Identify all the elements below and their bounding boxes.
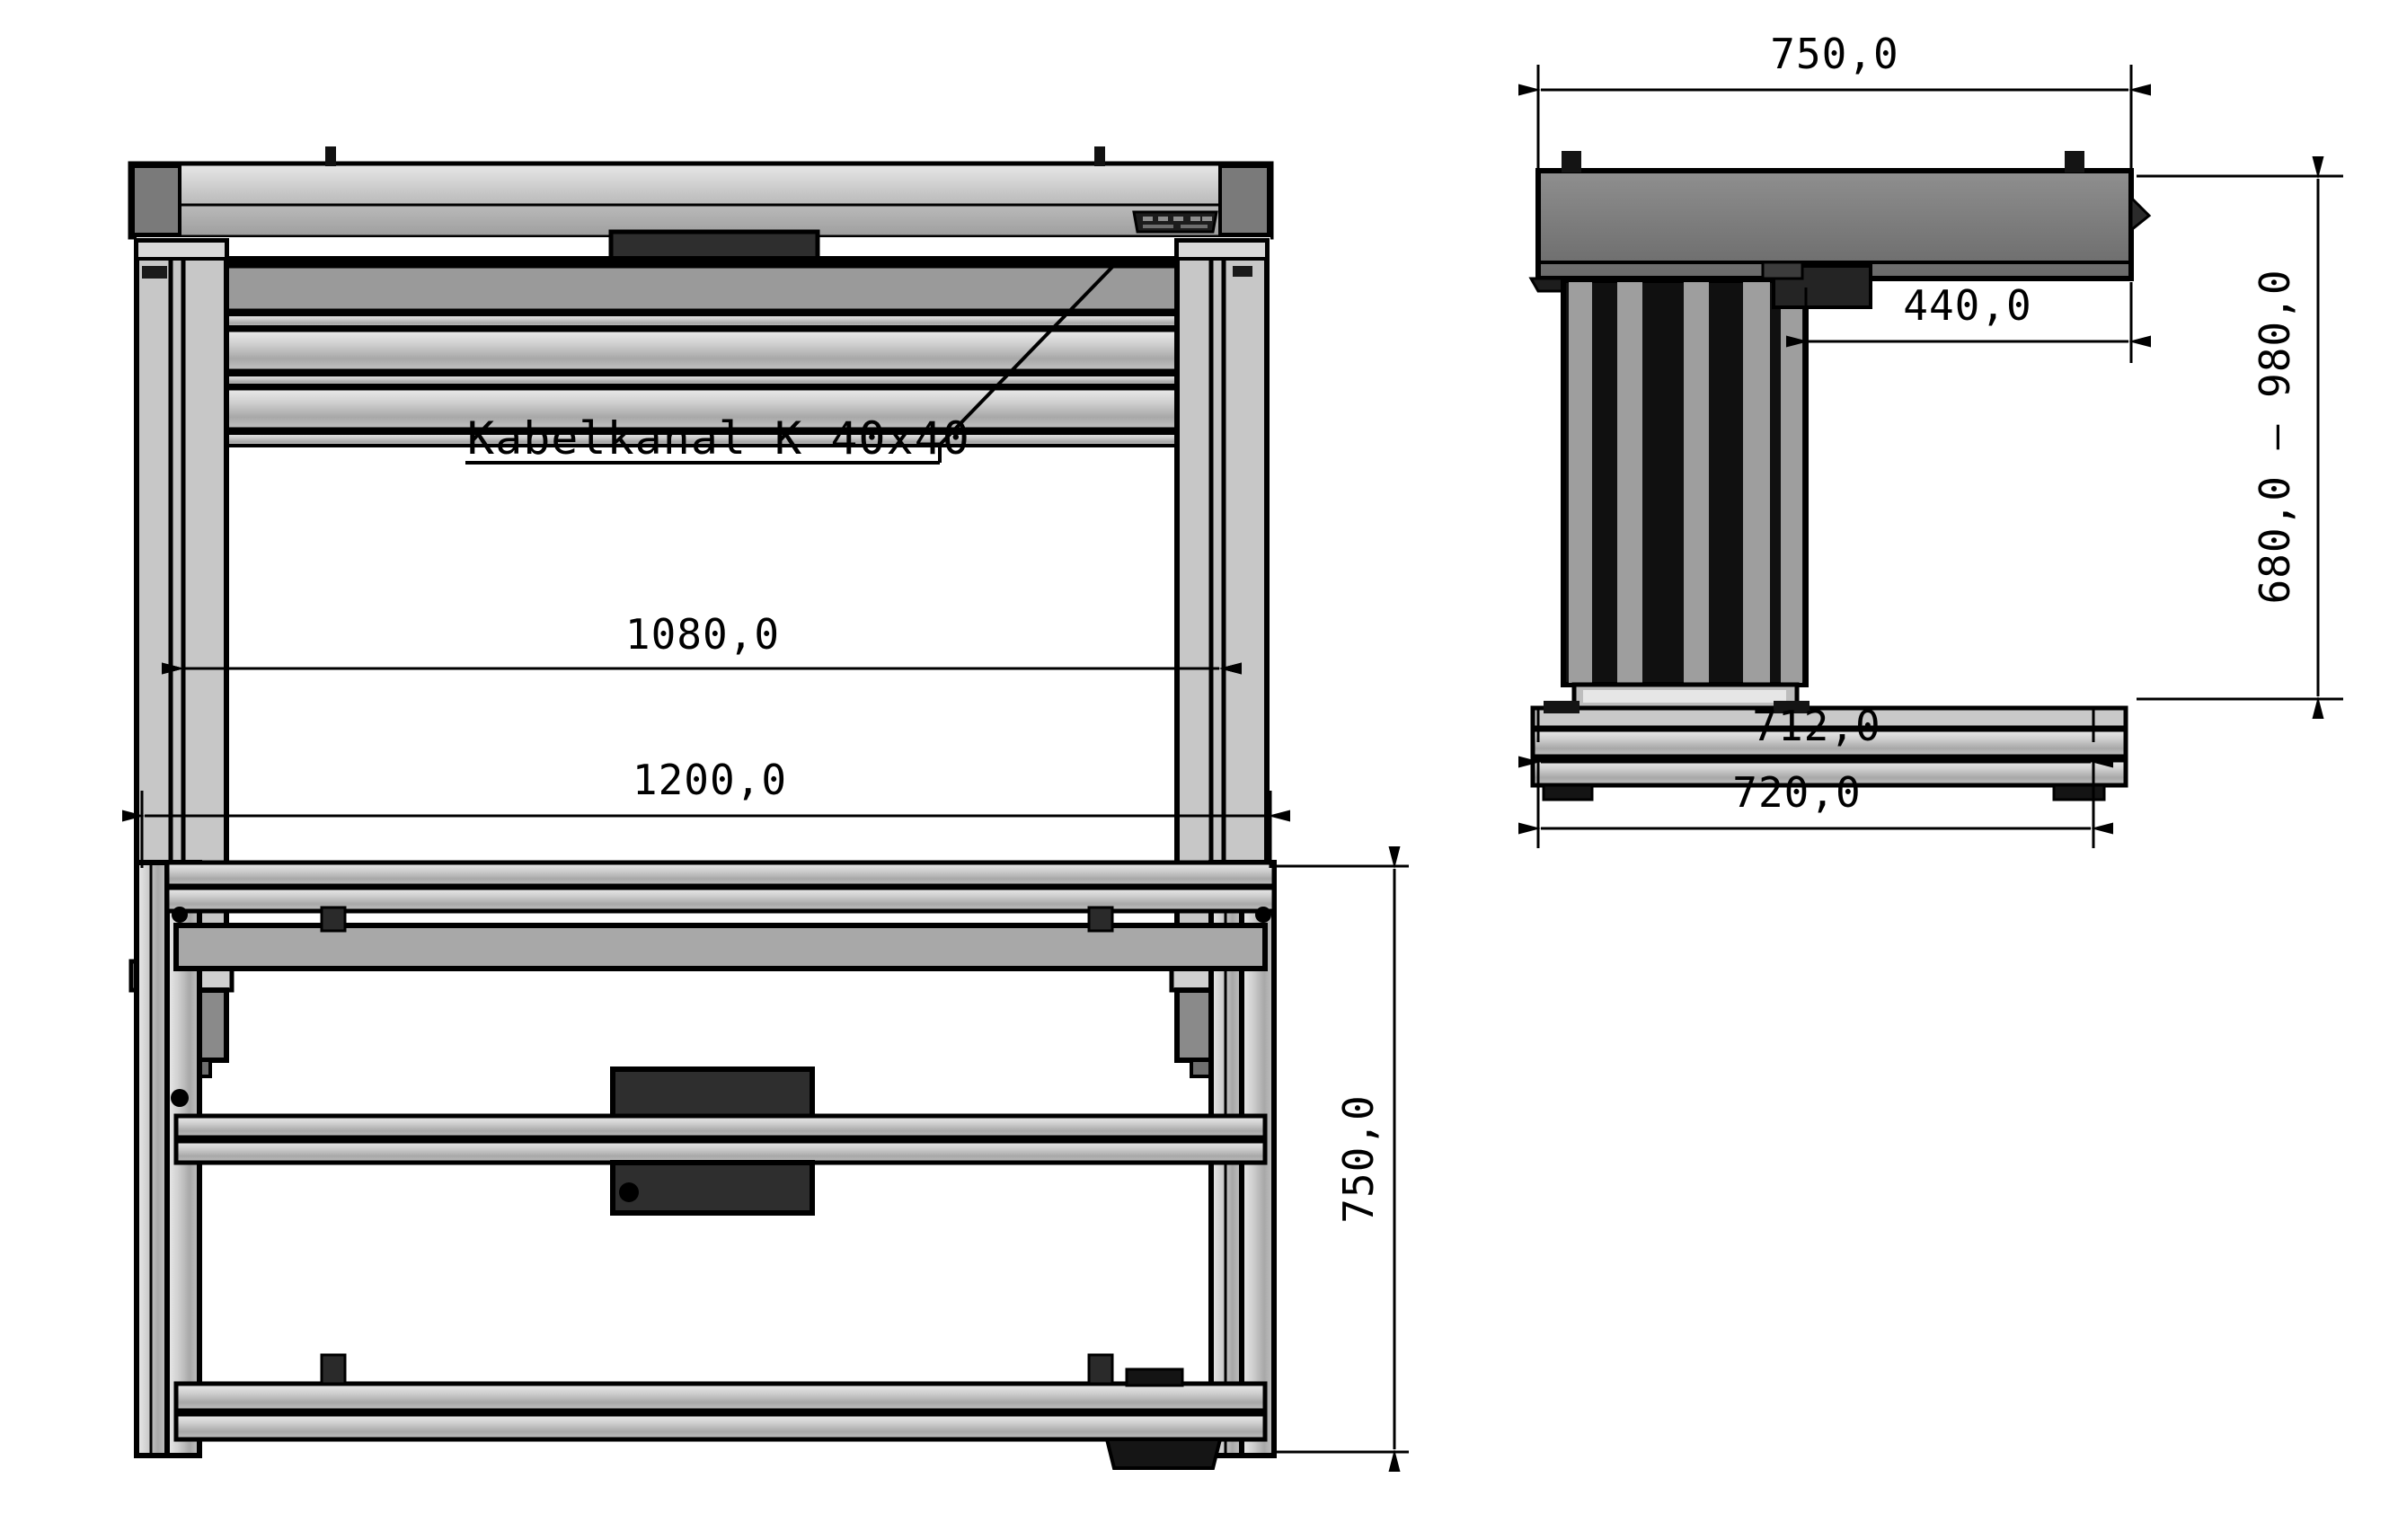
cable-duct-annotation: Kabelkanal K 40x40	[465, 261, 1119, 465]
dim-value-440: 440,0	[1903, 281, 2031, 330]
actuator-bracket	[1761, 261, 1872, 309]
top-view-front-rail	[173, 1353, 1268, 1470]
dim-top-1200: 1200,0	[122, 756, 1290, 868]
bolt-icon	[1094, 146, 1105, 166]
bolt-icon	[2065, 151, 2084, 173]
foot-top-view	[1104, 1438, 1223, 1470]
dim-side-712: 712,0	[1518, 702, 2113, 768]
bolt-icon	[320, 1353, 347, 1385]
corner-bolt-icon	[1255, 907, 1271, 923]
corner-bolt-icon	[171, 1089, 189, 1107]
duct-bolt-icon	[619, 1182, 639, 1202]
corner-bolt-icon	[172, 907, 188, 923]
side-view-tabletop	[1528, 151, 2152, 293]
dim-value-1200: 1200,0	[633, 756, 787, 804]
front-view-crossmember-stack	[137, 229, 1270, 447]
bolt-icon	[325, 146, 336, 166]
bolt-icon	[1774, 701, 1810, 713]
connector-icon	[1125, 1367, 1184, 1387]
side-view: 750,0 440,0 712,0 720,0 680,	[1518, 30, 2343, 848]
glide-icon	[2052, 783, 2106, 801]
front-view: Kabelkanal K 40x40 1080,0	[128, 146, 1275, 1078]
cable-duct-top-lower	[610, 1160, 815, 1216]
dim-side-height-range: 680,0 – 980,0	[2137, 156, 2343, 719]
cable-duct-label: Kabelkanal K 40x40	[467, 412, 970, 465]
dim-top-750: 750,0	[1276, 846, 1409, 1472]
bolt-icon	[1562, 151, 1581, 173]
bolt-icon	[1087, 1353, 1114, 1385]
dim-side-720: 720,0	[1518, 762, 2113, 848]
dim-value-750-depth: 750,0	[1334, 1094, 1383, 1223]
control-panel-icon	[1132, 210, 1218, 234]
dim-side-750: 750,0	[1518, 30, 2151, 176]
top-view-rear-rail	[164, 860, 1277, 971]
front-view-left-leg	[128, 238, 234, 1078]
bolt-icon	[1544, 701, 1579, 713]
glide-icon	[1542, 783, 1594, 801]
dim-value-height-range: 680,0 – 980,0	[2251, 269, 2299, 604]
dim-value-1080: 1080,0	[625, 610, 780, 659]
dim-value-750-top: 750,0	[1770, 30, 1898, 78]
bolt-icon	[320, 906, 347, 933]
bolt-icon	[1087, 906, 1114, 933]
dim-value-720: 720,0	[1732, 768, 1861, 817]
top-view: 1200,0 750,0	[122, 756, 1409, 1472]
front-view-tabletop	[128, 146, 1274, 240]
top-view-middle-rail	[171, 1066, 1268, 1216]
dim-side-440: 440,0	[1786, 281, 2151, 363]
dim-value-712: 712,0	[1752, 702, 1880, 750]
cable-duct-top-upper	[610, 1066, 815, 1120]
side-view-column	[1561, 261, 1872, 711]
